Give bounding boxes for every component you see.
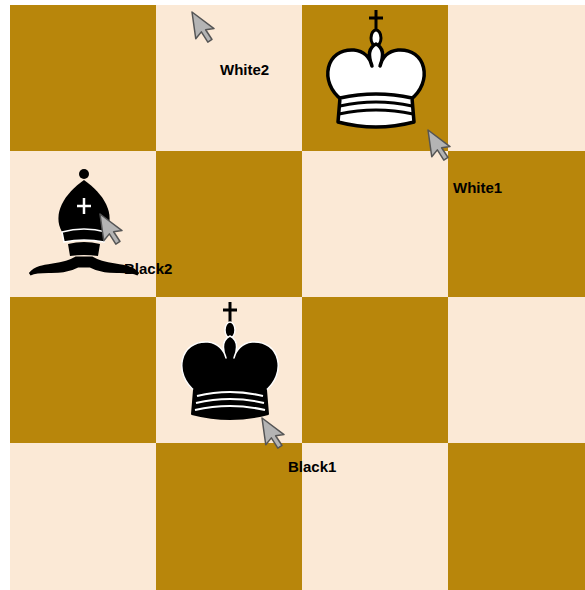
board-squares (10, 5, 585, 590)
player-cursor-label: Black2 (124, 261, 172, 276)
cursor-arrow (100, 211, 124, 245)
white-king (328, 10, 424, 127)
player-cursor-label: White2 (220, 62, 269, 77)
cursor-arrow (262, 415, 286, 449)
black-bishop (30, 169, 138, 274)
player-cursor-label: Black1 (288, 459, 336, 474)
player-cursor-label: White1 (453, 180, 502, 195)
black-king (182, 302, 278, 419)
cursor-arrow (428, 127, 452, 161)
cursor-arrow (192, 9, 216, 43)
